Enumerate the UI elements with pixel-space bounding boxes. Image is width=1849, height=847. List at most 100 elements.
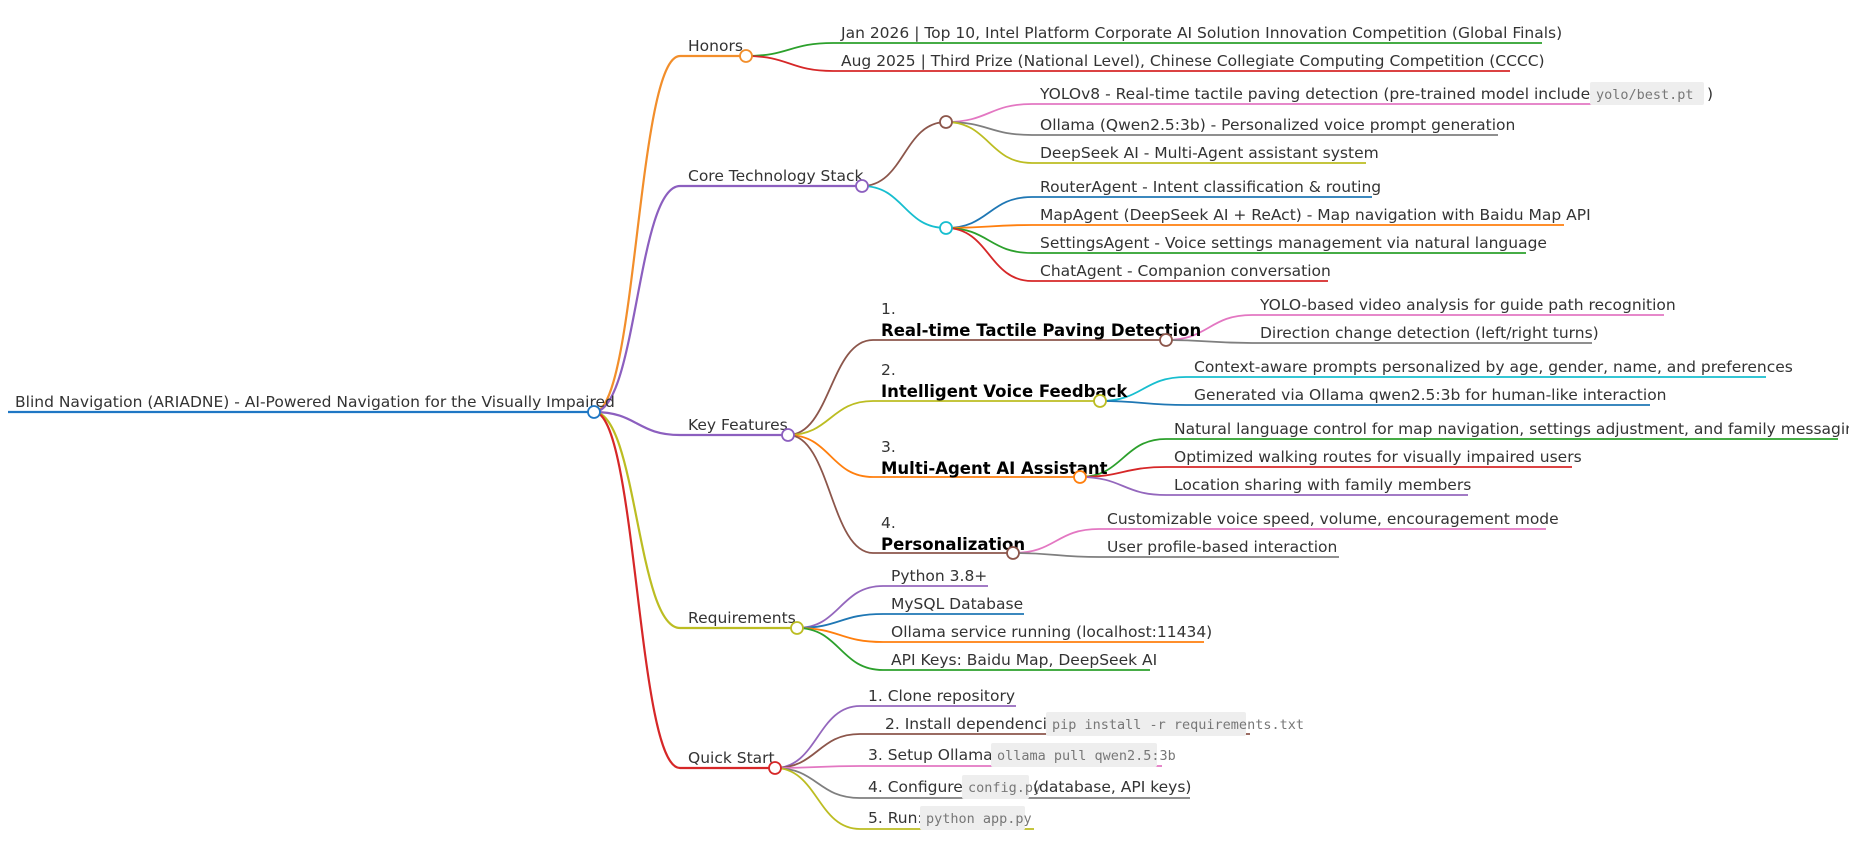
- quickstart-step-1: 1. Clone repository: [868, 687, 1015, 705]
- edge-feature-4: [787, 434, 874, 554]
- quickstart-step-3-code-bg: [991, 743, 1157, 767]
- quickstart-step-3-text: 3. Setup Ollama:: [868, 746, 998, 764]
- feature-1-node[interactable]: [1159, 333, 1173, 347]
- honor-1-edge: [745, 42, 834, 57]
- yolo-code-bg: [1590, 82, 1704, 105]
- quickstart-4-edge: [774, 767, 861, 799]
- core-yolo-edge: [945, 103, 1033, 123]
- quickstart-1-edge: [774, 705, 861, 769]
- core-chat-edge: [945, 227, 1033, 282]
- edge-feature-2: [787, 400, 874, 436]
- edge-honors: [593, 54, 681, 414]
- feature-3-leaf-3-edge: [1079, 476, 1167, 496]
- branch-quickstart-label: Quick Start: [688, 749, 775, 767]
- requirement-4-edge: [796, 627, 884, 671]
- requirements-node[interactable]: [790, 621, 804, 635]
- core-node[interactable]: [855, 179, 869, 193]
- feature-4-leaf-1-edge: [1012, 528, 1100, 554]
- branch-core-label: Core Technology Stack: [688, 167, 863, 185]
- mindmap-nodes: [587, 49, 1173, 775]
- feature-4-leaf-2-edge: [1012, 552, 1100, 558]
- edge-core: [593, 184, 681, 414]
- quickstart-step-4-after: (database, API keys): [1033, 778, 1191, 796]
- feature-2-leaf-2-edge: [1099, 400, 1187, 406]
- quickstart-node[interactable]: [768, 761, 782, 775]
- mindmap-edges: [593, 42, 1253, 830]
- yolo-prefix-text: YOLOv8 - Real-time tactile paving detect…: [1039, 85, 1619, 103]
- core-settings-edge: [945, 227, 1033, 254]
- feature-2-item-1: Context-aware prompts personalized by ag…: [1194, 358, 1793, 376]
- feature-3-number: 3.: [881, 438, 896, 456]
- edge-core-agents: [861, 185, 947, 229]
- branch-requirements-label: Requirements: [688, 609, 796, 627]
- core-agents-node[interactable]: [939, 221, 953, 235]
- quickstart-step-2-code: pip install -r requirements.txt: [1052, 717, 1304, 733]
- quickstart-step-4-text: 4. Configure: [868, 778, 963, 796]
- core-router-edge: [945, 196, 1033, 229]
- quickstart-2-edge: [774, 733, 861, 769]
- core-models-node[interactable]: [939, 115, 953, 129]
- yolo-suffix: ): [1707, 85, 1713, 103]
- quickstart-step-4-code-bg: [962, 775, 1029, 799]
- feature-1-number: 1.: [881, 300, 896, 318]
- feature-2-title: Intelligent Voice Feedback: [881, 382, 1128, 401]
- core-model-deepseek: DeepSeek AI - Multi-Agent assistant syst…: [1040, 144, 1379, 162]
- core-model-yolo-prefix: YOLOv8 - Real-time tactile paving detect…: [1039, 85, 1619, 103]
- feature-3-item-3: Location sharing with family members: [1174, 476, 1471, 494]
- feature-4-node[interactable]: [1006, 546, 1020, 560]
- feature-1-title: Real-time Tactile Paving Detection: [881, 321, 1201, 340]
- branch-honors-label: Honors: [688, 37, 743, 55]
- root-node[interactable]: [587, 405, 601, 419]
- quickstart-5-edge: [774, 767, 861, 830]
- core-model-ollama: Ollama (Qwen2.5:3b) - Personalized voice…: [1040, 116, 1515, 134]
- feature-4-item-2: User profile-based interaction: [1107, 538, 1337, 556]
- feature-4-title: Personalization: [881, 535, 1025, 554]
- quickstart-step-5-text: 5. Run:: [868, 809, 923, 827]
- feature-3-title: Multi-Agent AI Assistant: [881, 459, 1108, 478]
- feature-2-item-2: Generated via Ollama qwen2.5:3b for huma…: [1194, 386, 1667, 404]
- feature-3-item-1: Natural language control for map navigat…: [1174, 420, 1849, 438]
- quickstart-step-5-code-bg: [920, 806, 1025, 830]
- feature-2-leaf-1-edge: [1099, 376, 1187, 402]
- edge-requirements: [593, 410, 681, 630]
- branch-features-label: Key Features: [688, 416, 788, 434]
- quickstart-step-2-text: 2. Install dependencies:: [885, 715, 1070, 733]
- feature-2-node[interactable]: [1093, 394, 1107, 408]
- feature-4-item-1: Customizable voice speed, volume, encour…: [1107, 510, 1559, 528]
- core-agent-router: RouterAgent - Intent classification & ro…: [1040, 178, 1381, 196]
- core-deepseek-edge: [945, 121, 1033, 164]
- core-agent-settings: SettingsAgent - Voice settings managemen…: [1040, 234, 1547, 252]
- edge-features: [593, 410, 681, 437]
- edge-feature-3: [787, 434, 874, 478]
- honor-item-2: Aug 2025 | Third Prize (National Level),…: [841, 52, 1545, 70]
- honors-node[interactable]: [739, 49, 753, 63]
- core-agent-chat: ChatAgent - Companion conversation: [1040, 262, 1331, 280]
- quickstart-3-edge: [774, 765, 861, 769]
- honor-2-edge: [745, 55, 834, 72]
- quickstart-step-4-code: config.py: [968, 780, 1041, 796]
- requirement-item-2: MySQL Database: [891, 595, 1023, 613]
- feature-1-item-2: Direction change detection (left/right t…: [1260, 324, 1599, 342]
- yolo-code: yolo/best.pt: [1596, 87, 1694, 103]
- edge-core-models: [861, 121, 947, 187]
- feature-1-leaf-1-edge: [1165, 314, 1253, 341]
- mindmap-labels: Blind Navigation (ARIADNE) - AI-Powered …: [15, 24, 1849, 830]
- core-agent-map: MapAgent (DeepSeek AI + ReAct) - Map nav…: [1040, 206, 1591, 224]
- requirement-item-4: API Keys: Baidu Map, DeepSeek AI: [891, 651, 1157, 669]
- feature-1-leaf-2-edge: [1165, 339, 1253, 344]
- honor-item-1: Jan 2026 | Top 10, Intel Platform Corpor…: [840, 24, 1562, 42]
- feature-3-item-2: Optimized walking routes for visually im…: [1174, 448, 1582, 466]
- requirement-item-3: Ollama service running (localhost:11434): [891, 623, 1212, 641]
- features-node[interactable]: [781, 428, 795, 442]
- feature-3-leaf-1-edge: [1079, 438, 1167, 478]
- quickstart-step-3-code: ollama pull qwen2.5:3b: [997, 748, 1176, 764]
- edge-feature-1: [787, 339, 874, 436]
- root-label: Blind Navigation (ARIADNE) - AI-Powered …: [15, 393, 615, 411]
- quickstart-step-5-code: python app.py: [926, 811, 1032, 827]
- feature-2-number: 2.: [881, 361, 896, 379]
- feature-1-item-1: YOLO-based video analysis for guide path…: [1259, 296, 1676, 314]
- requirement-item-1: Python 3.8+: [891, 567, 987, 585]
- edge-quickstart: [593, 410, 681, 770]
- feature-3-node[interactable]: [1073, 470, 1087, 484]
